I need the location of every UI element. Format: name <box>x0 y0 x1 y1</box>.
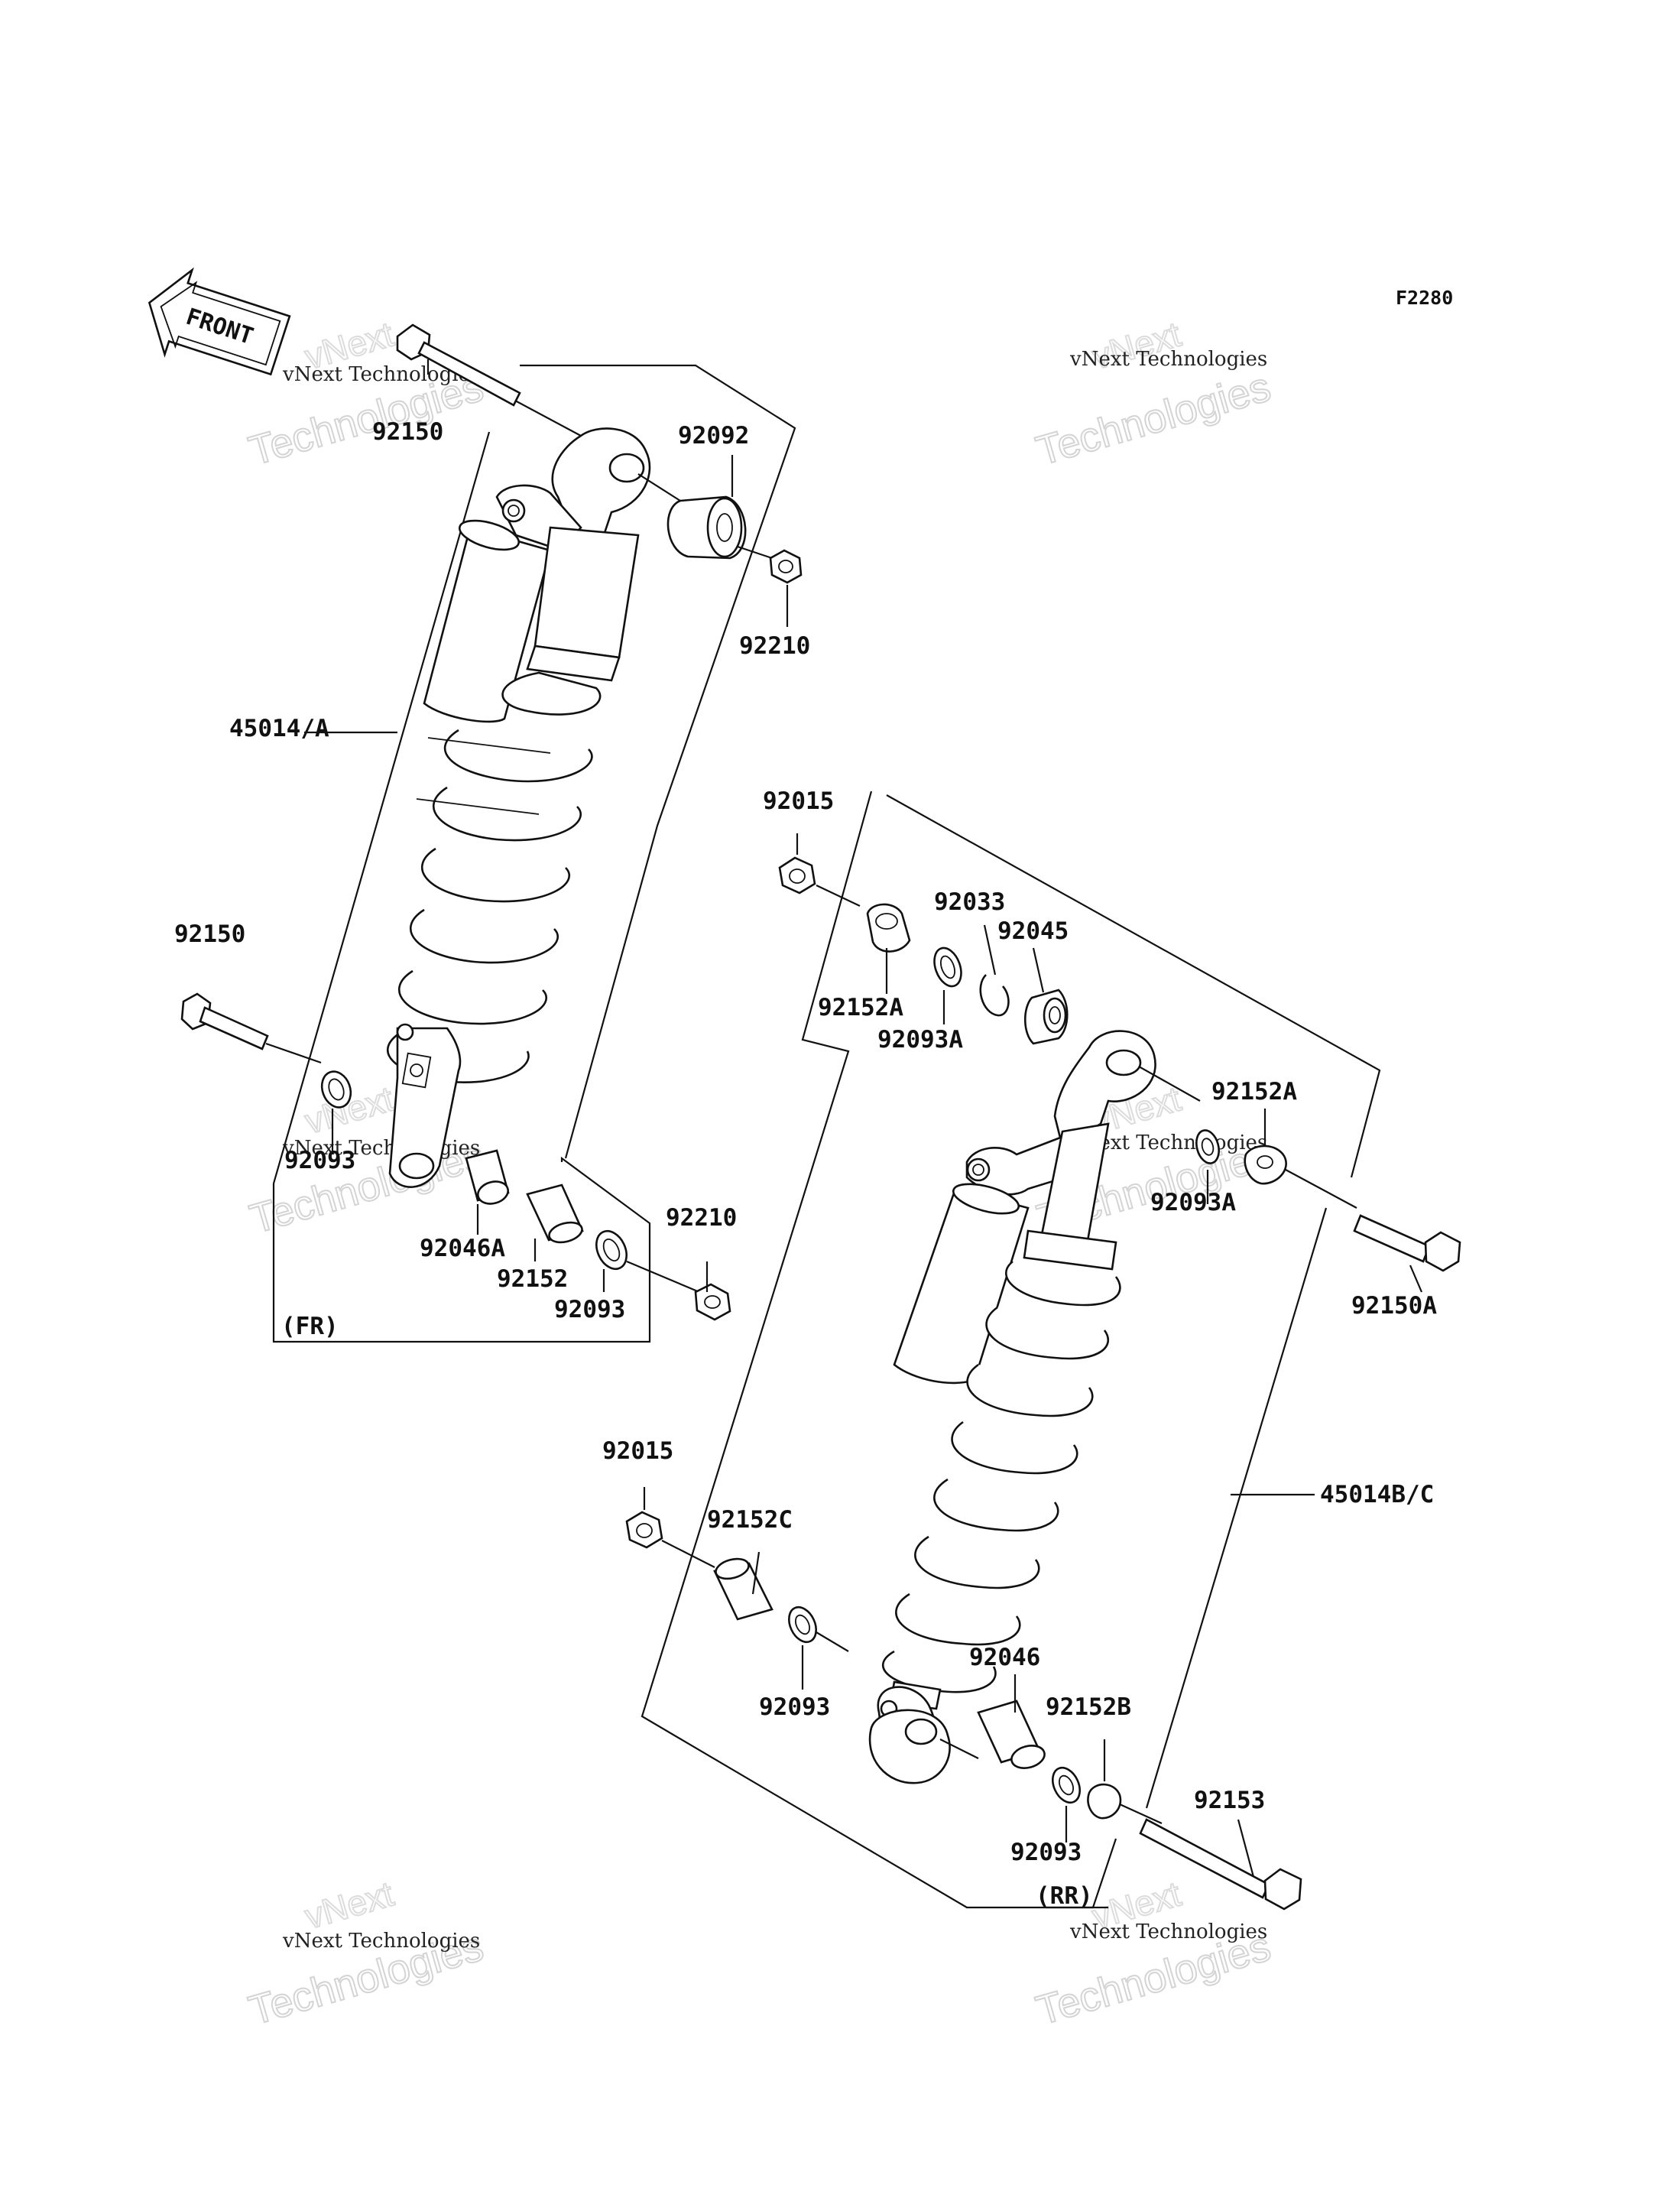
part-label-92093-front: 92093 <box>554 1296 625 1323</box>
part-label-92046a: 92046A <box>420 1235 505 1262</box>
bolt-icon <box>1353 1214 1461 1272</box>
part-label-92150-left: 92150 <box>174 920 245 948</box>
diagram-code: F2280 <box>1396 287 1453 309</box>
part-label-92152a-right: 92152A <box>1211 1078 1297 1105</box>
spring-icon <box>881 1260 1121 1693</box>
part-label-45014a: 45014/A <box>229 715 329 742</box>
part-label-92152b: 92152B <box>1046 1693 1131 1721</box>
watermark-mid-left: vNext Technologies vNext Technologies <box>245 1078 491 1244</box>
part-label-92015-top: 92015 <box>763 787 834 815</box>
part-label-92093-left: 92093 <box>284 1147 355 1174</box>
part-label-92152c: 92152C <box>707 1506 793 1534</box>
svg-text:vNext Technologies: vNext Technologies <box>282 1930 480 1953</box>
part-label-92153: 92153 <box>1194 1787 1265 1814</box>
part-label-92045: 92045 <box>997 917 1069 945</box>
front-shock-assembly <box>180 323 803 1343</box>
part-label-92150a: 92150A <box>1351 1292 1437 1320</box>
group-label-front: (FR) <box>281 1313 339 1340</box>
part-label-92046: 92046 <box>969 1644 1040 1671</box>
part-label-92210-top: 92210 <box>739 632 810 660</box>
part-label-92093-rear-left: 92093 <box>759 1693 830 1721</box>
group-label-rear: (RR) <box>1036 1882 1093 1910</box>
rear-shock-assembly <box>625 791 1461 1911</box>
part-label-92210-bottom: 92210 <box>666 1204 737 1232</box>
part-label-92093a-left: 92093A <box>877 1026 963 1054</box>
svg-text:vNext: vNext <box>300 1874 398 1937</box>
part-label-92033: 92033 <box>934 888 1005 916</box>
part-label-92093-rear: 92093 <box>1010 1839 1082 1866</box>
bolt-icon <box>1139 1818 1302 1911</box>
svg-text:vNext Technologies: vNext Technologies <box>1069 348 1267 371</box>
bolt-icon <box>396 323 582 437</box>
part-label-45014bc: 45014B/C <box>1320 1481 1434 1508</box>
part-label-92092: 92092 <box>678 422 749 450</box>
watermark-top-right: vNext Technologies vNext Technologies <box>1030 313 1276 476</box>
svg-text:Technologies: Technologies <box>1031 364 1276 475</box>
svg-text:vNext Technologies: vNext Technologies <box>282 1137 480 1160</box>
part-labels: 92150 92092 92210 45014/A 92150 92093 92… <box>174 418 1437 1910</box>
spring-icon <box>386 671 602 1083</box>
front-arrow-icon: FRONT <box>148 267 291 376</box>
part-label-92152a-left: 92152A <box>818 994 903 1021</box>
bolt-icon <box>180 992 322 1064</box>
part-label-92093a-right: 92093A <box>1150 1189 1236 1216</box>
svg-text:vNext Technologies: vNext Technologies <box>1069 1920 1267 1943</box>
part-label-92152: 92152 <box>497 1265 568 1293</box>
part-label-92015-bottom: 92015 <box>602 1437 673 1465</box>
part-label-92150-top: 92150 <box>372 418 443 446</box>
watermark-bottom-left: vNext Technologies vNext Technologies <box>243 1873 489 2035</box>
